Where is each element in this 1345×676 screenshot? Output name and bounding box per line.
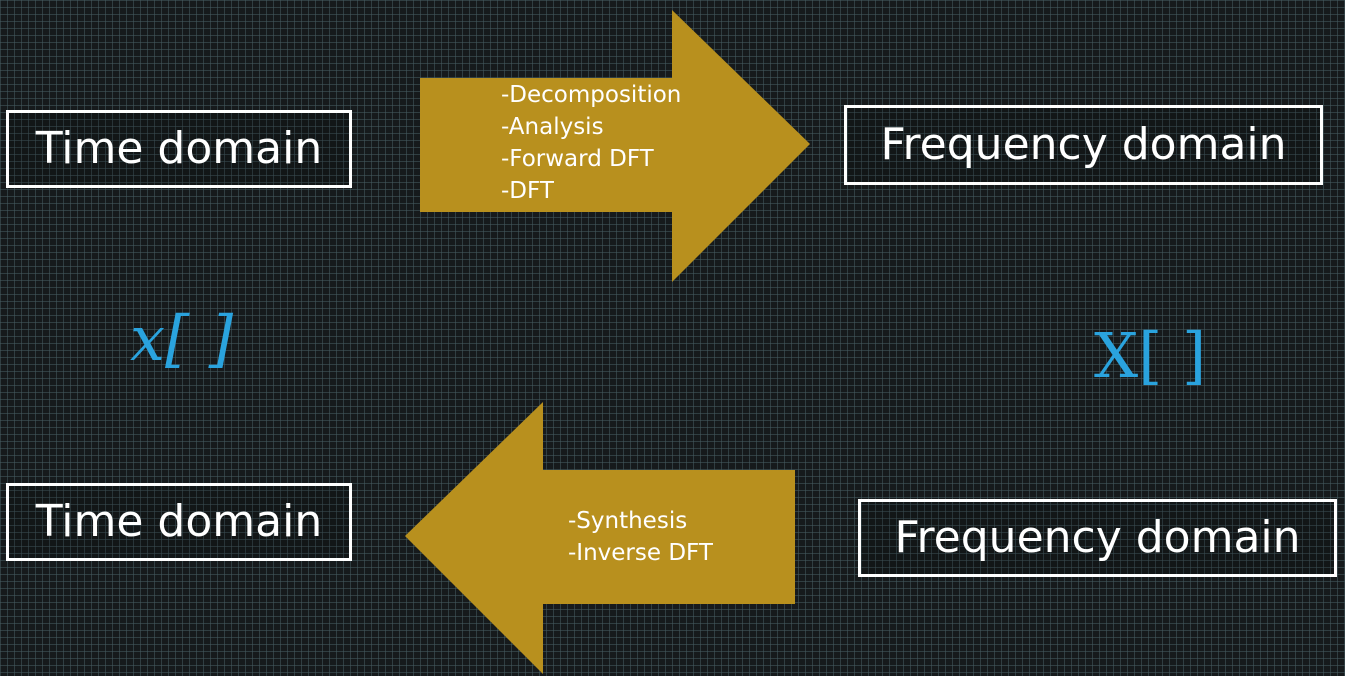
inverse-label-synthesis: -Synthesis (568, 508, 688, 534)
forward-arrow-shape (420, 10, 810, 282)
forward-label-decomposition: -Decomposition (501, 82, 682, 108)
frequency-domain-label-bottom: Frequency domain (894, 512, 1301, 563)
inverse-arrow-labels: -Synthesis -Inverse DFT (568, 505, 713, 569)
time-signal-notation: x[ ] (130, 302, 234, 375)
forward-arrow-labels: -Decomposition -Analysis -Forward DFT -D… (501, 79, 681, 207)
inverse-arrow (405, 402, 795, 674)
time-domain-box-top: Time domain (6, 110, 352, 188)
time-domain-label-bottom: Time domain (35, 496, 323, 547)
frequency-signal-notation: X[ ] (1094, 319, 1207, 392)
forward-label-dft: -DFT (501, 178, 554, 204)
forward-label-forward-dft: -Forward DFT (501, 146, 654, 172)
frequency-domain-label-top: Frequency domain (880, 119, 1287, 170)
inverse-arrow-shape (405, 402, 795, 674)
forward-arrow (420, 10, 810, 282)
inverse-label-inverse-dft: -Inverse DFT (568, 540, 713, 566)
time-domain-box-bottom: Time domain (6, 483, 352, 561)
frequency-domain-box-bottom: Frequency domain (858, 499, 1337, 577)
time-domain-label-top: Time domain (35, 123, 323, 174)
forward-label-analysis: -Analysis (501, 114, 604, 140)
frequency-domain-box-top: Frequency domain (844, 105, 1323, 185)
